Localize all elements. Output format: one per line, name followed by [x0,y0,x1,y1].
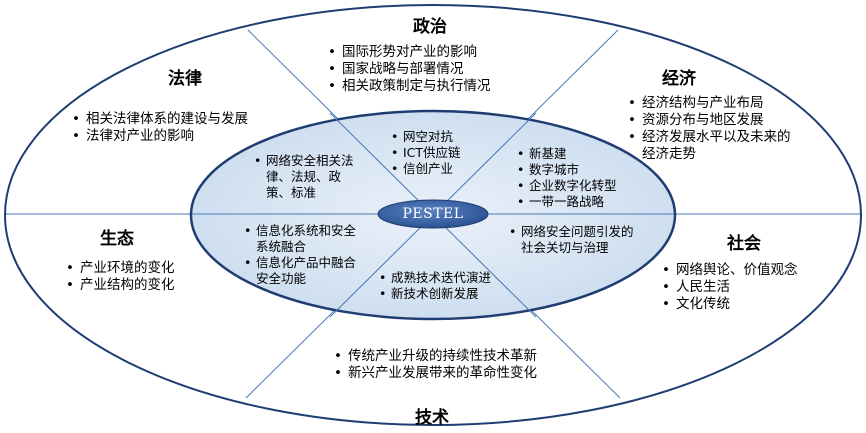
list-item: 人民生活 [660,279,798,296]
list-item: 网空对抗 [390,129,461,145]
list-item: 企业数字化转型 [516,178,617,194]
society-list: 网络舆论、价值观念 人民生活 文化传统 [660,262,798,313]
list-item: 信创产业 [390,161,461,177]
list-item: 新基建 [516,146,617,162]
list-item: 经济发展水平以及未来的经济走势 [626,129,794,163]
list-item: 相关法律体系的建设与发展 [70,111,270,128]
inner-ecology-list: 信息化系统和安全系统融合 信息化产品中融合安全功能 [243,223,363,287]
list-item: 信息化系统和安全系统融合 [243,223,363,255]
politics-list: 国际形势对产业的影响 国家战略与部署情况 相关政策制定与执行情况 [326,44,491,95]
title-economy: 经济 [662,69,696,89]
list-item: 传统产业升级的持续性技术革新 [332,348,537,365]
center-label: PESTEL [402,206,464,222]
list-item: 经济结构与产业布局 [626,95,794,112]
list-item: 一带一路战略 [516,194,617,210]
list-item: 文化传统 [660,296,798,313]
economy-list: 经济结构与产业布局 资源分布与地区发展 经济发展水平以及未来的经济走势 [626,95,794,163]
ecology-list: 产业环境的变化 产业结构的变化 [64,260,175,294]
technology-list: 传统产业升级的持续性技术革新 新兴产业发展带来的革命性变化 [332,348,537,382]
inner-law-list: 网络安全相关法律、法规、政策、标准 [253,153,361,201]
title-politics: 政治 [413,17,447,37]
inner-politics-list: 网空对抗 ICT供应链 信创产业 [390,129,461,177]
list-item: 产业环境的变化 [64,260,175,277]
center-ellipse [377,199,489,229]
title-ecology: 生态 [100,229,134,249]
list-item: 新技术创新发展 [378,286,491,302]
list-item: 法律对产业的影响 [70,128,270,145]
inner-economy-list: 新基建 数字城市 企业数字化转型 一带一路战略 [516,146,617,210]
list-item: 网络安全问题引发的社会关切与治理 [508,224,634,256]
list-item: 国家战略与部署情况 [326,61,491,78]
list-item: 成熟技术迭代演进 [378,270,491,286]
list-item: 网络安全相关法律、法规、政策、标准 [253,153,361,201]
inner-society-list: 网络安全问题引发的社会关切与治理 [508,224,634,256]
law-list: 相关法律体系的建设与发展 法律对产业的影响 [70,111,270,145]
list-item: 数字城市 [516,162,617,178]
list-item: ICT供应链 [390,145,461,161]
list-item: 国际形势对产业的影响 [326,44,491,61]
list-item: 信息化产品中融合安全功能 [243,255,363,287]
list-item: 资源分布与地区发展 [626,112,794,129]
list-item: 产业结构的变化 [64,277,175,294]
title-law: 法律 [168,69,202,89]
inner-technology-list: 成熟技术迭代演进 新技术创新发展 [378,270,491,302]
title-technology: 技术 [415,408,449,428]
title-society: 社会 [727,234,761,254]
list-item: 网络舆论、价值观念 [660,262,798,279]
list-item: 相关政策制定与执行情况 [326,78,491,95]
list-item: 新兴产业发展带来的革命性变化 [332,365,537,382]
